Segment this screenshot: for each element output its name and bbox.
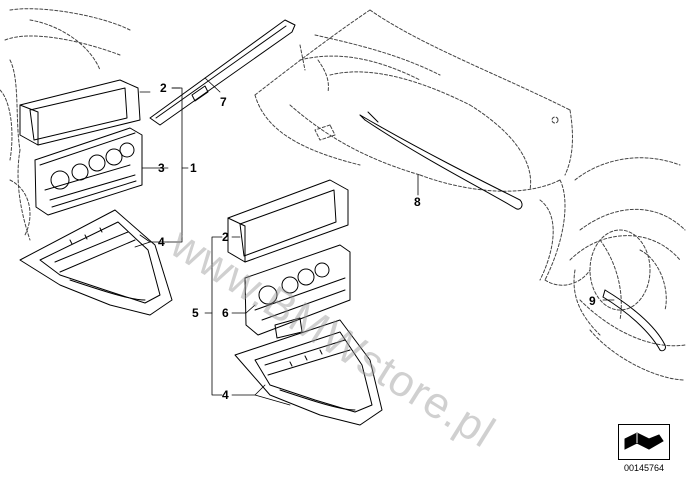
part-trim-strip <box>149 19 296 126</box>
callout-4-lower: 4 <box>222 388 229 402</box>
callout-5: 5 <box>192 306 199 320</box>
callout-2-lower: 2 <box>222 230 229 244</box>
part-control-panel-right <box>244 244 351 339</box>
part-display-frame-upper <box>19 79 141 146</box>
part-console-trim-lower <box>234 319 383 426</box>
callout-2-upper: 2 <box>160 81 167 95</box>
callout-6: 6 <box>222 306 229 320</box>
part-rear-handle-trim <box>602 289 666 352</box>
rear-door-background <box>569 157 686 381</box>
callout-4-upper: 4 <box>158 235 165 249</box>
leader-lines <box>134 77 615 406</box>
arrow-turn-icon[interactable] <box>618 424 670 460</box>
part-door-handle-trim <box>359 111 523 210</box>
door-panel-background <box>254 9 591 286</box>
part-console-trim-upper <box>19 209 173 316</box>
arrow-turn-glyph <box>624 432 664 450</box>
callout-7: 7 <box>220 95 227 109</box>
dashboard-background <box>0 8 131 241</box>
callout-9: 9 <box>589 294 596 308</box>
callout-3: 3 <box>158 161 165 175</box>
part-display-frame-lower <box>227 179 349 263</box>
callout-8: 8 <box>414 195 421 209</box>
document-number: 00145764 <box>624 463 665 473</box>
callout-1: 1 <box>190 161 197 175</box>
part-control-panel-left <box>34 127 143 216</box>
